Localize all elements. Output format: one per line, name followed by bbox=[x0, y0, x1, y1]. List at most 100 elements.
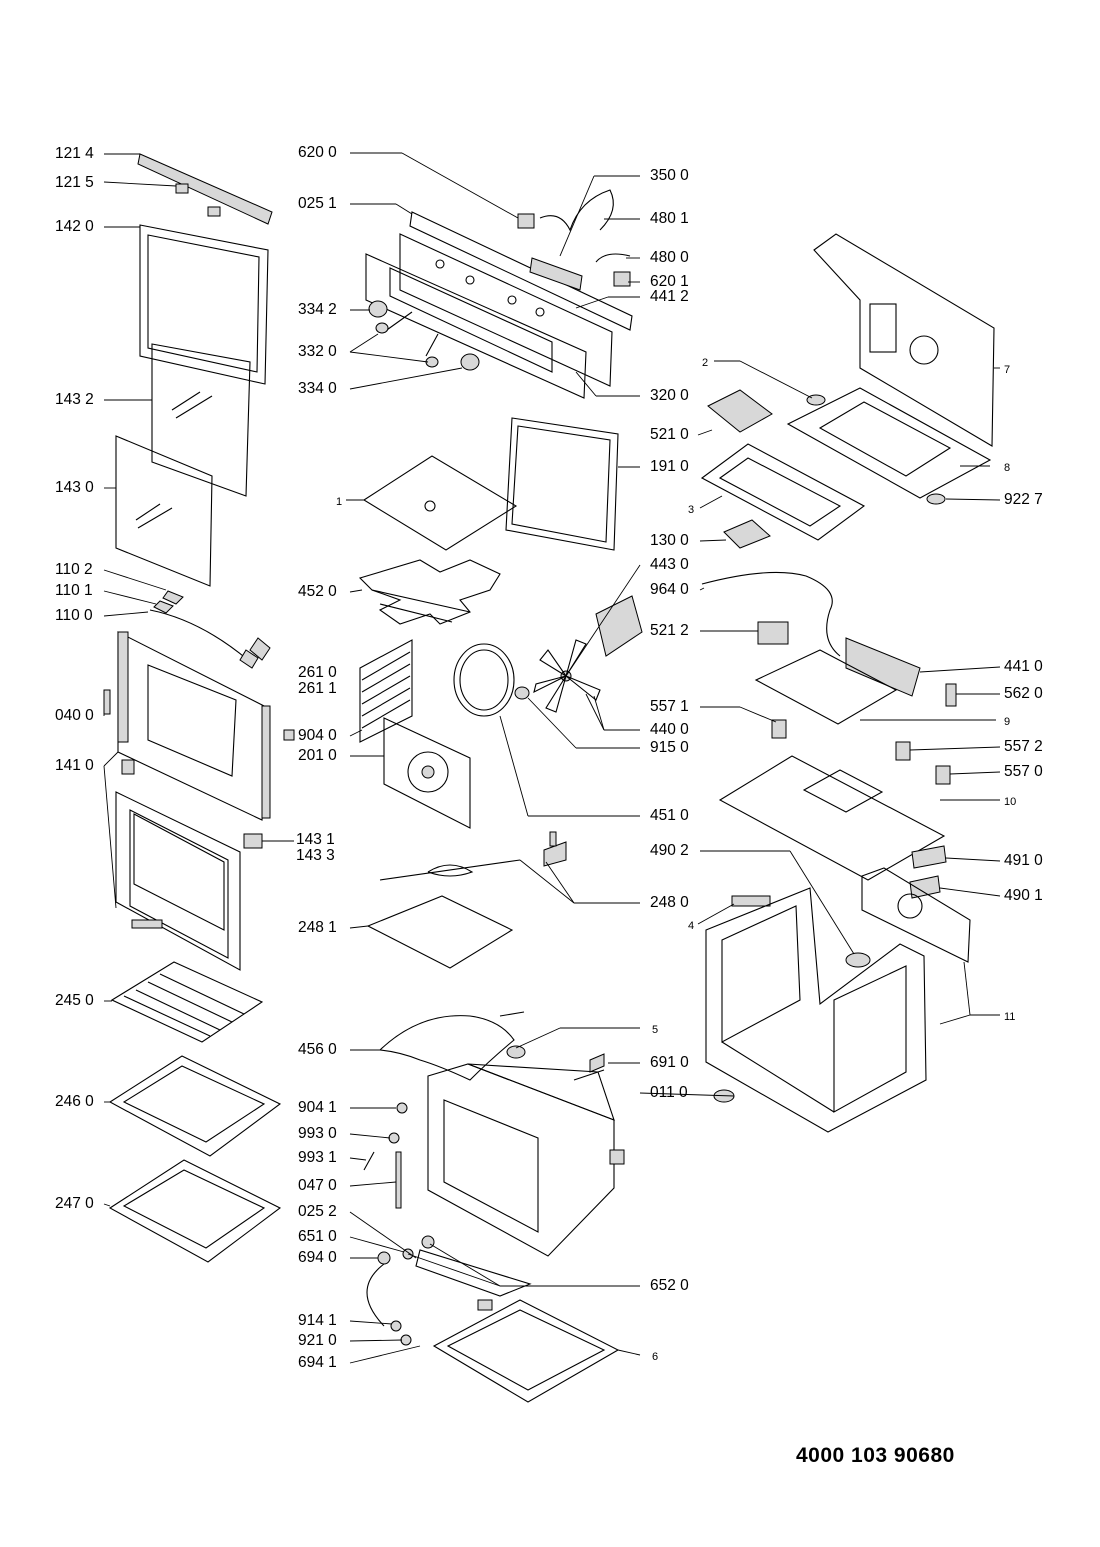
label-4901: 490 1 bbox=[1004, 887, 1043, 904]
cavity-bottom-plate bbox=[432, 1299, 620, 1403]
fan-motor bbox=[514, 595, 643, 700]
label-4902: 490 2 bbox=[650, 842, 689, 859]
outer-casing bbox=[705, 887, 927, 1133]
label-1214: 121 4 bbox=[55, 145, 94, 162]
label-2: 2 bbox=[702, 357, 709, 369]
label-2610: 261 0 bbox=[298, 664, 337, 681]
oven-cavity bbox=[427, 1045, 625, 1257]
side-runners bbox=[359, 639, 413, 743]
label-3320: 332 0 bbox=[298, 343, 337, 360]
label-2611: 261 1 bbox=[298, 680, 337, 697]
rear-panel-top bbox=[813, 233, 995, 447]
label-6: 6 bbox=[652, 1351, 659, 1363]
control-knobs bbox=[368, 300, 480, 371]
label-1430: 143 0 bbox=[55, 479, 94, 496]
label-1432: 143 2 bbox=[55, 391, 94, 408]
door-seal bbox=[505, 417, 619, 551]
label-2480: 248 0 bbox=[650, 894, 689, 911]
label-10: 10 bbox=[1004, 796, 1017, 808]
control-panel bbox=[365, 211, 633, 399]
label-3: 3 bbox=[688, 504, 695, 516]
cooling-duct-plate bbox=[700, 443, 866, 541]
label-7: 7 bbox=[1004, 364, 1011, 376]
label-4510: 451 0 bbox=[650, 807, 689, 824]
door-hinge-clip bbox=[243, 833, 263, 849]
label-9931: 993 1 bbox=[298, 1149, 337, 1166]
label-3342: 334 2 bbox=[298, 301, 337, 318]
label-1100: 110 0 bbox=[55, 607, 93, 624]
label-8: 8 bbox=[1004, 462, 1011, 474]
drip-tray bbox=[108, 1159, 282, 1263]
label-4520: 452 0 bbox=[298, 583, 337, 600]
circular-element bbox=[453, 643, 515, 717]
baking-tray bbox=[108, 1055, 282, 1157]
leader-lines bbox=[103, 152, 1001, 1364]
label-1431: 143 1 bbox=[296, 831, 335, 848]
inner-glass-2 bbox=[115, 435, 213, 587]
label-9210: 921 0 bbox=[298, 1332, 337, 1349]
rotisserie-spit bbox=[379, 831, 567, 881]
thermostat bbox=[723, 519, 771, 549]
label-4560: 456 0 bbox=[298, 1041, 337, 1058]
label-2450: 245 0 bbox=[55, 992, 94, 1009]
label-9150: 915 0 bbox=[650, 739, 689, 756]
label-5210: 521 0 bbox=[650, 426, 689, 443]
top-heating-element bbox=[358, 559, 501, 625]
label-6941: 694 1 bbox=[298, 1354, 337, 1371]
electronic-module bbox=[517, 189, 631, 291]
label-9930: 993 0 bbox=[298, 1125, 337, 1142]
label-1102: 110 2 bbox=[55, 561, 93, 578]
cooling-fan bbox=[754, 637, 957, 725]
terminal-block bbox=[909, 845, 947, 899]
outer-door-glass bbox=[139, 224, 269, 385]
document-number: 4000 103 90680 bbox=[796, 1444, 955, 1467]
label-4400: 440 0 bbox=[650, 721, 689, 738]
label-4801: 480 1 bbox=[650, 210, 689, 227]
label-3500: 350 0 bbox=[650, 167, 689, 184]
label-4430: 443 0 bbox=[650, 556, 689, 573]
label-1910: 191 0 bbox=[650, 458, 689, 475]
label-6520: 652 0 bbox=[650, 1277, 689, 1294]
side-panel-right bbox=[731, 867, 971, 963]
door-outer-panel bbox=[115, 791, 241, 971]
label-6200: 620 0 bbox=[298, 144, 337, 161]
label-6910: 691 0 bbox=[650, 1054, 689, 1071]
label-4412: 441 2 bbox=[650, 288, 689, 305]
bottom-heating-element bbox=[379, 1011, 525, 1081]
label-0400: 040 0 bbox=[55, 707, 94, 724]
label-6201: 620 1 bbox=[650, 273, 689, 290]
label-9227: 922 7 bbox=[1004, 491, 1043, 508]
label-1101: 110 1 bbox=[55, 582, 93, 599]
label-9: 9 bbox=[1004, 716, 1011, 728]
oven-shelf-rack bbox=[110, 961, 264, 1043]
label-0110: 011 0 bbox=[650, 1084, 688, 1101]
spit-support bbox=[366, 895, 514, 969]
label-1420: 142 0 bbox=[55, 218, 94, 235]
label-5: 5 bbox=[652, 1024, 659, 1036]
label-2010: 201 0 bbox=[298, 747, 337, 764]
label-4: 4 bbox=[688, 920, 695, 932]
label-2470: 247 0 bbox=[55, 1195, 94, 1212]
label-1300: 130 0 bbox=[650, 532, 689, 549]
hinge-cover bbox=[175, 183, 221, 217]
label-4800: 480 0 bbox=[650, 249, 689, 266]
door-handle-trim bbox=[137, 153, 273, 225]
cavity-bottom-parts bbox=[363, 1102, 532, 1346]
tube-and-switch bbox=[701, 571, 841, 657]
top-panel bbox=[786, 387, 992, 505]
label-11: 11 bbox=[1004, 1011, 1016, 1023]
label-5571: 557 1 bbox=[650, 698, 689, 715]
label-2460: 246 0 bbox=[55, 1093, 94, 1110]
label-1433: 143 3 bbox=[296, 847, 335, 864]
label-4410: 441 0 bbox=[1004, 658, 1043, 675]
label-1215: 121 5 bbox=[55, 174, 94, 191]
label-4910: 491 0 bbox=[1004, 852, 1043, 869]
label-6940: 694 0 bbox=[298, 1249, 337, 1266]
label-5570: 557 0 bbox=[1004, 763, 1043, 780]
label-9141: 914 1 bbox=[298, 1312, 337, 1329]
label-1: 1 bbox=[336, 496, 343, 508]
label-9040: 904 0 bbox=[298, 727, 337, 744]
label-0252: 025 2 bbox=[298, 1203, 337, 1220]
label-3340: 334 0 bbox=[298, 380, 337, 397]
cavity-top-insulation bbox=[362, 455, 518, 551]
